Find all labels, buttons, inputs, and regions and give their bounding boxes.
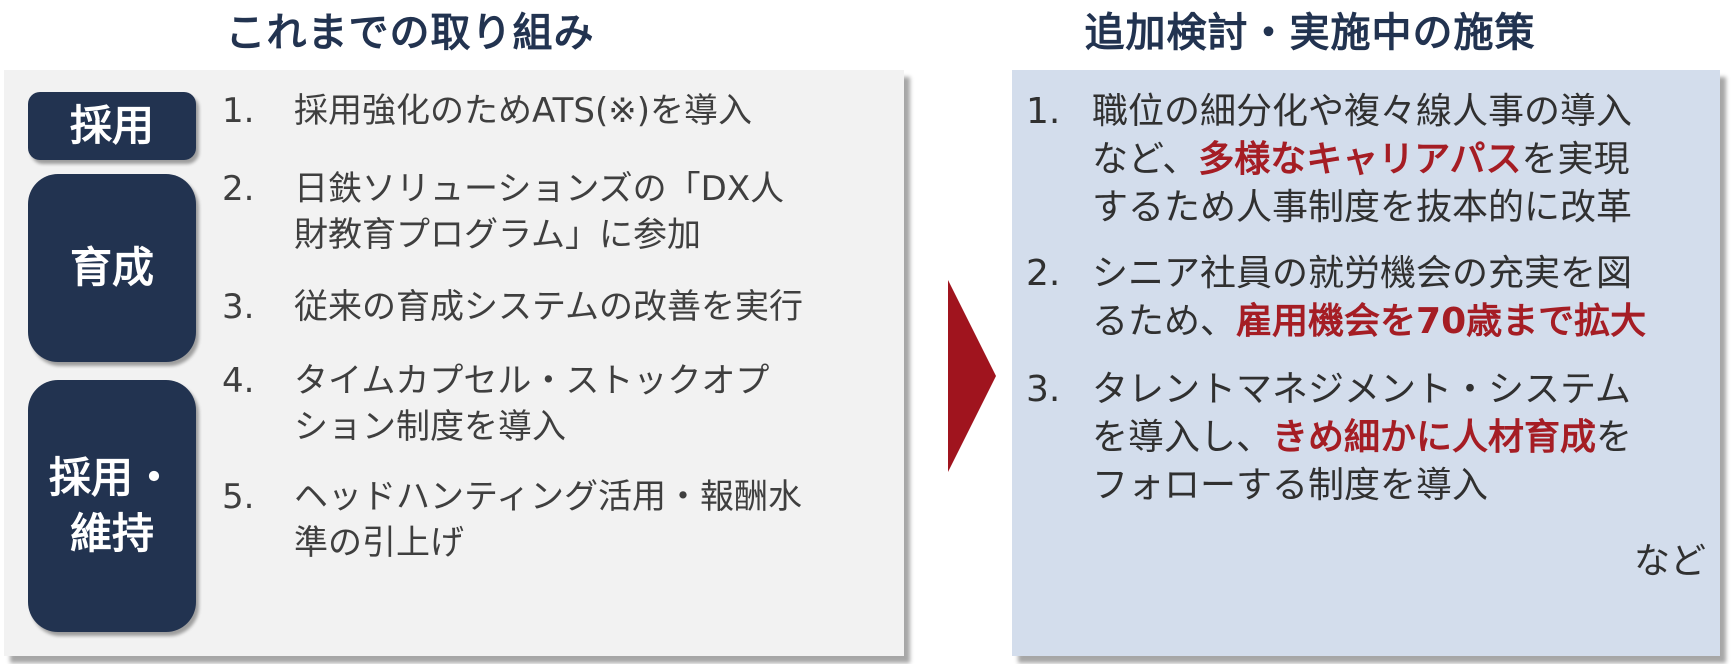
item-number: 2. (1026, 253, 1061, 294)
item-number: 1. (1026, 91, 1061, 132)
arrow-shape (948, 280, 996, 472)
highlighted-phrase: 多様なキャリアパス (1198, 139, 1522, 180)
left-section-heading: これまでの取り組み (225, 10, 595, 56)
badge-hiring-retention: 採用・ 維持 (28, 380, 196, 632)
item-text-line: 職位の細分化や複々線人事の導入 (1092, 91, 1633, 132)
item-text: タレントマネジメント・システム を導入し、きめ細かに人材育成を フォローする制度… (1092, 366, 1632, 510)
badge-development: 育成 (28, 174, 196, 362)
item-text-line: フォローする制度を導入 (1092, 465, 1489, 506)
right-section-heading: 追加検討・実施中の施策 (1084, 10, 1536, 56)
arrow-right-icon (948, 280, 996, 472)
badge-hiring-retention-line1: 採用・ (48, 453, 175, 502)
item-text-fragment: を実現 (1521, 139, 1630, 180)
item-text-fragment: など、 (1092, 139, 1199, 180)
item-text-line: 日鉄ソリューションズの「DX人 (294, 169, 785, 209)
highlighted-phrase: きめ細かに人材育成 (1272, 417, 1597, 458)
item-text-line: するため人事制度を抜本的に改革 (1092, 187, 1633, 228)
item-text-line: シニア社員の就労機会の充実を図 (1092, 253, 1633, 294)
item-text-line: 財教育プログラム」に参加 (294, 215, 701, 255)
item-number: 3. (222, 287, 255, 327)
item-number: 3. (1026, 369, 1061, 410)
item-number: 2. (222, 169, 255, 209)
item-text: 職位の細分化や複々線人事の導入 など、多様なキャリアパスを実現 するため人事制度… (1092, 88, 1632, 232)
item-text-line: ション制度を導入 (294, 407, 566, 447)
item-text-fragment: を (1596, 417, 1633, 458)
item-text-line: 準の引上げ (294, 523, 464, 563)
item-text-line: るため、雇用機会を70歳まで拡大 (1092, 298, 1646, 346)
item-text: 採用強化のためATS(※)を導入 (294, 91, 752, 131)
badge-hiring-retention-line2: 維持 (69, 509, 154, 558)
item-text-line: タレントマネジメント・システム (1092, 369, 1631, 410)
item-number: 5. (222, 477, 255, 517)
item-text-line: など、多様なキャリアパスを実現 (1092, 136, 1632, 184)
item-text: ヘッドハンティング活用・報酬水 準の引上げ (294, 474, 802, 566)
item-text-line: を導入し、きめ細かに人材育成を (1092, 414, 1632, 462)
item-text-line: ヘッドハンティング活用・報酬水 (294, 477, 802, 517)
new-measures-panel: 1. 職位の細分化や複々線人事の導入 など、多様なキャリアパスを実現 するため人… (1012, 70, 1720, 656)
past-initiatives-panel: 採用 育成 採用・ 維持 1. 採用強化のためATS(※)を導入 2. 日鉄ソリ… (4, 70, 904, 656)
item-text-fragment: を導入し、 (1092, 417, 1273, 458)
item-text-line: タイムカプセル・ストックオプ (294, 361, 770, 401)
item-number: 4. (222, 361, 255, 401)
item-text: 日鉄ソリューションズの「DX人 財教育プログラム」に参加 (294, 166, 784, 258)
item-text-fragment: るため、 (1092, 301, 1237, 342)
etc-label: など (1633, 541, 1706, 582)
badge-hiring: 採用 (28, 92, 196, 160)
item-text: シニア社員の就労機会の充実を図 るため、雇用機会を70歳まで拡大 (1092, 250, 1646, 346)
item-number: 1. (222, 91, 255, 131)
highlighted-phrase: 雇用機会を70歳まで拡大 (1236, 301, 1647, 342)
item-text: タイムカプセル・ストックオプ ション制度を導入 (294, 358, 769, 450)
item-text: 従来の育成システムの改善を実行 (294, 287, 803, 327)
